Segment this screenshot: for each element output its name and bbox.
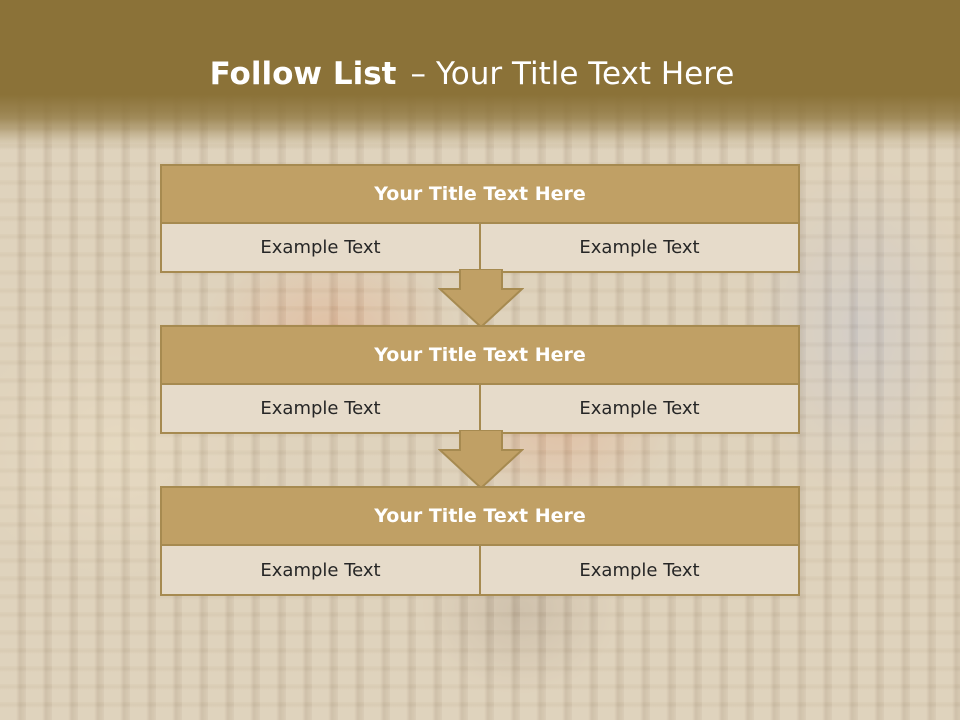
title-regular-part: Your Title Text Here (435, 56, 735, 92)
flow-box-3: Your Title Text Here Example Text Exampl… (160, 486, 800, 596)
down-arrow-icon (438, 269, 524, 329)
title-bold-part: Follow List (209, 56, 397, 92)
flow-box-title: Your Title Text Here (162, 327, 798, 385)
flow-box-2: Your Title Text Here Example Text Exampl… (160, 325, 800, 434)
flow-box-1: Your Title Text Here Example Text Exampl… (160, 164, 800, 273)
slide-title: Follow List–Your Title Text Here (0, 52, 944, 96)
header-band (0, 0, 960, 148)
flow-box-title: Your Title Text Here (162, 488, 798, 546)
flow-box-row: Example Text Example Text (162, 385, 798, 432)
flow-box-right-text: Example Text (479, 385, 798, 432)
down-arrow-icon (438, 430, 524, 490)
flow-box-row: Example Text Example Text (162, 224, 798, 271)
flow-box-left-text: Example Text (162, 385, 479, 432)
flow-box-title: Your Title Text Here (162, 166, 798, 224)
flow-box-left-text: Example Text (162, 224, 479, 271)
flow-box-right-text: Example Text (479, 224, 798, 271)
title-dash: – (410, 56, 426, 92)
flow-box-right-text: Example Text (479, 546, 798, 594)
flow-box-left-text: Example Text (162, 546, 479, 594)
flow-box-row: Example Text Example Text (162, 546, 798, 594)
